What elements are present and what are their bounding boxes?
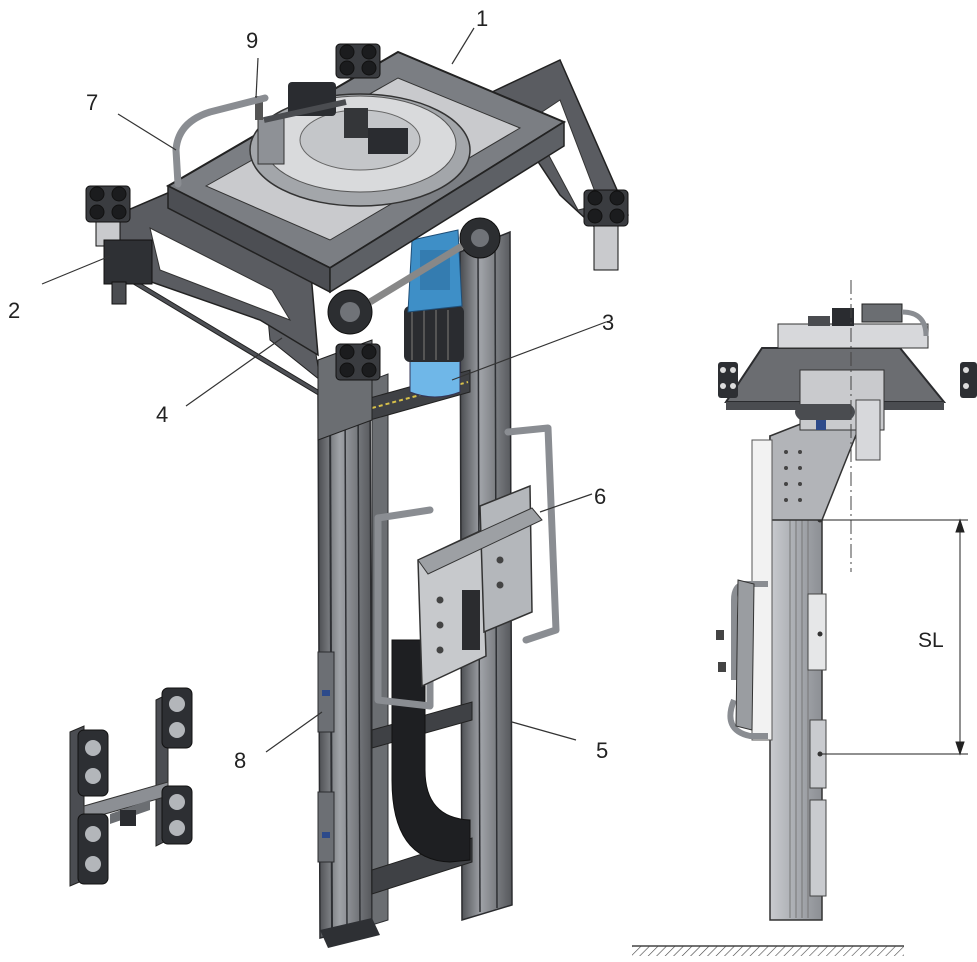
stroke-dimension xyxy=(822,518,968,756)
callout-9: 9 xyxy=(246,28,259,53)
callout-2: 2 xyxy=(8,298,21,323)
gripper-holder xyxy=(417,484,543,688)
drive-motor xyxy=(404,229,464,398)
stroke-length-label: SL xyxy=(918,629,944,652)
callout-7: 7 xyxy=(86,90,99,115)
callout-6: 6 xyxy=(594,484,607,509)
callout-3: 3 xyxy=(602,310,615,335)
side-elevation-view xyxy=(632,280,977,956)
gripper-assembly xyxy=(69,687,193,887)
callout-1: 1 xyxy=(476,6,489,31)
callout-4: 4 xyxy=(156,402,169,427)
rotary-unit xyxy=(249,82,471,207)
floor-hatch xyxy=(632,946,904,956)
roller-carriages xyxy=(85,43,629,381)
callout-leaders xyxy=(41,27,607,753)
callout-5: 5 xyxy=(596,738,609,763)
gantry-isometric-view xyxy=(85,43,629,948)
callout-8: 8 xyxy=(234,748,247,773)
